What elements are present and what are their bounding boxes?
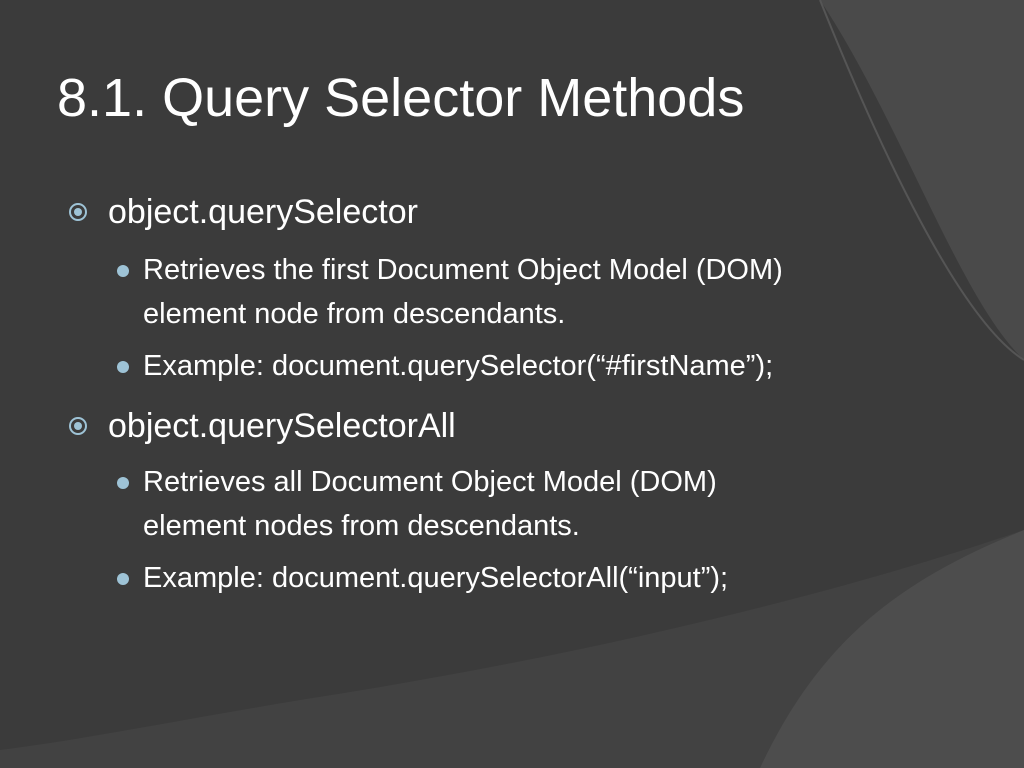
target-circle-icon — [69, 417, 87, 435]
sub-bullet-item: Example: document.querySelectorAll(“inpu… — [117, 556, 729, 600]
sub-bullet-line: Example: document.querySelectorAll(“inpu… — [143, 562, 729, 594]
dot-icon — [117, 361, 129, 373]
sub-bullet-line: element node from descendants. — [143, 298, 566, 330]
bullet-item-label: object.querySelector — [108, 193, 418, 231]
sub-bullet-line: Example: document.querySelector(“#firstN… — [143, 350, 774, 382]
sub-bullet-item: Retrieves all Document Object Model (DOM… — [117, 460, 717, 548]
sub-bullet-line: Retrieves all Document Object Model (DOM… — [143, 466, 717, 498]
dot-icon — [117, 265, 129, 277]
target-circle-icon — [69, 203, 87, 221]
dot-icon — [117, 573, 129, 585]
sub-bullet-line: Retrieves the first Document Object Mode… — [143, 254, 783, 286]
dot-icon — [117, 477, 129, 489]
sub-bullet-item: Retrieves the first Document Object Mode… — [117, 248, 783, 336]
bg-swoosh-bottom-right — [760, 530, 1024, 768]
bg-arc-top-right — [820, 0, 1024, 360]
bullet-item-queryselectorall: object.querySelectorAll — [69, 406, 456, 446]
bg-arc-line — [819, 0, 1024, 361]
bullet-item-queryselector: object.querySelector — [69, 192, 418, 232]
sub-bullet-item: Example: document.querySelector(“#firstN… — [117, 344, 774, 388]
slide-title: 8.1. Query Selector Methods — [57, 68, 745, 128]
sub-bullet-line: element nodes from descendants. — [143, 510, 580, 542]
bg-swoosh-bottom — [0, 530, 1024, 768]
bullet-item-label: object.querySelectorAll — [108, 407, 456, 445]
